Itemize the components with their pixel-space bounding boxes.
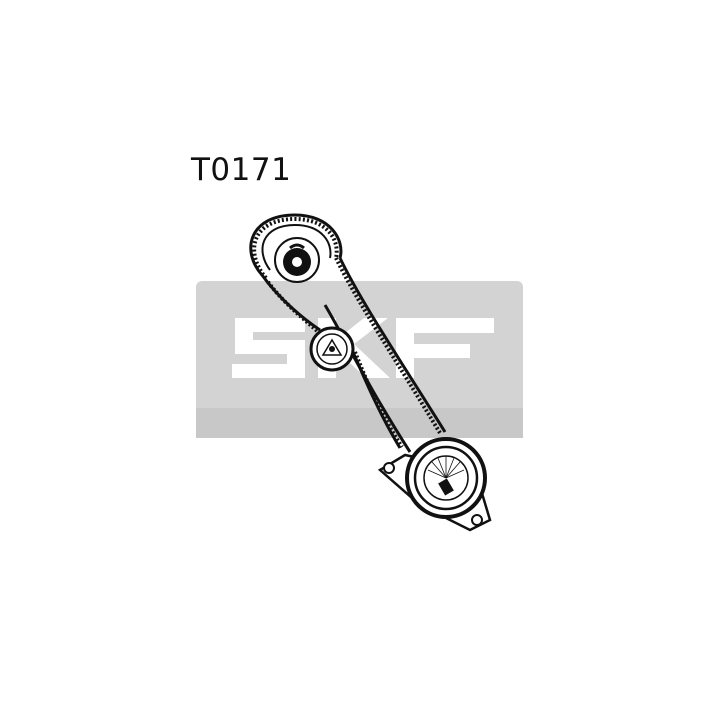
belt-teeth [252, 216, 442, 449]
camshaft-pulley-icon [377, 437, 492, 532]
tensioner-pulley-icon [309, 326, 355, 372]
part-number: T0171 [191, 152, 292, 188]
crankshaft-pulley-icon [274, 237, 320, 283]
